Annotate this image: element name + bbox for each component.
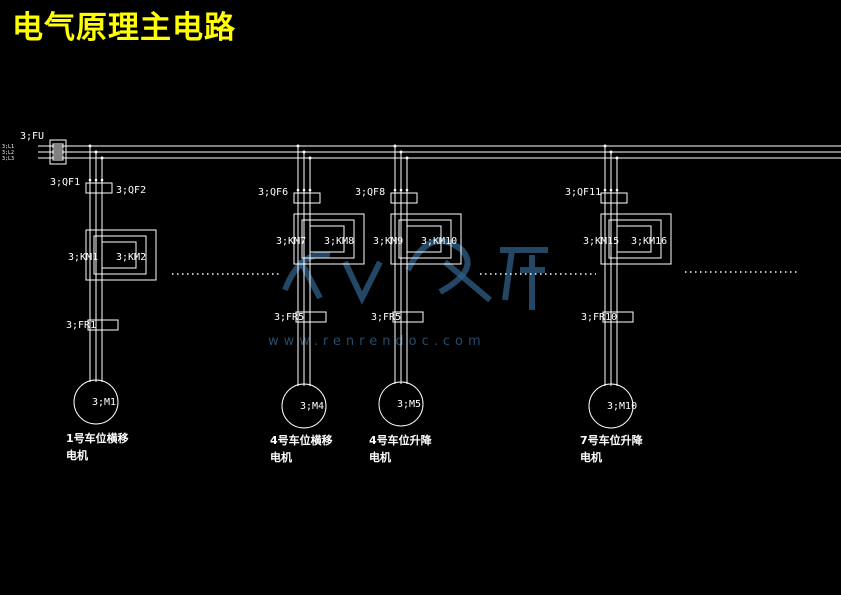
junction-dot	[399, 150, 403, 154]
breaker2-label: 3;QF2	[116, 185, 146, 196]
breaker-label: 3;QF8	[355, 187, 385, 198]
breaker-box	[600, 192, 628, 204]
contactor-mid	[93, 235, 147, 275]
breaker-label: 3;QF1	[50, 177, 80, 188]
junction-dot	[94, 150, 98, 154]
bus-phase-label: 3;L3	[2, 156, 14, 162]
main-bus: 3;L13;L23;L3	[2, 144, 841, 162]
motor-symbol	[73, 379, 119, 425]
motor-caption-line1: 7号车位升降	[580, 433, 644, 447]
contactor-a-label: 3;KM1	[68, 252, 98, 263]
breaker-label: 3;QF6	[258, 187, 288, 198]
motor-symbol	[588, 383, 634, 429]
motor-symbol	[281, 383, 327, 429]
breaker-contact	[88, 178, 92, 182]
motor-label: 3;M1	[92, 397, 116, 408]
contactor-b-label: 3;KM10	[421, 236, 457, 247]
relay-label: 3;FR10	[581, 312, 617, 323]
contactor-outer	[293, 213, 365, 265]
bus-phase-label: 3;L2	[2, 150, 14, 156]
motor-caption-line2: 电机	[369, 450, 391, 464]
contactor-b-label: 3;KM16	[631, 236, 667, 247]
breaker-contact	[603, 188, 607, 192]
breaker-contact	[94, 178, 98, 182]
breaker-contact	[302, 188, 306, 192]
breaker-contact	[405, 188, 409, 192]
junction-dot	[393, 144, 397, 148]
breaker-box	[85, 182, 113, 194]
motor-caption-line2: 电机	[66, 448, 88, 462]
bus-phase-label: 3;L1	[2, 144, 14, 150]
fuse-block: 3;FU	[20, 131, 67, 165]
contactor-a-label: 3;KM9	[373, 236, 403, 247]
breaker-contact	[393, 188, 397, 192]
breaker-box	[390, 192, 418, 204]
motor-caption-line1: 4号车位升降	[369, 433, 433, 447]
contactor-mid	[608, 219, 662, 259]
page-title: 电气原理主电路	[12, 10, 236, 46]
watermark-url: www.renrendoc.com	[268, 334, 486, 349]
fuse-label: 3;FU	[20, 131, 44, 142]
contactor-inner	[101, 241, 137, 269]
breaker-label: 3;QF11	[565, 187, 601, 198]
contactor-b-label: 3;KM8	[324, 236, 354, 247]
motor-label: 3;M10	[607, 401, 637, 412]
contactor-outer	[85, 229, 157, 281]
breaker-box	[293, 192, 321, 204]
contactor-mid	[398, 219, 452, 259]
contactor-mid	[301, 219, 355, 259]
fuse-element	[52, 155, 64, 161]
contactor-inner	[406, 225, 442, 253]
relay-box	[602, 311, 634, 323]
relay-box	[295, 311, 327, 323]
motor-caption-line2: 电机	[580, 450, 602, 464]
relay-label: 3;FR1	[66, 320, 96, 331]
breaker-contact	[399, 188, 403, 192]
relay-box	[87, 319, 119, 331]
motor-caption-line2: 电机	[270, 450, 292, 464]
breaker-contact	[615, 188, 619, 192]
contactor-outer	[600, 213, 672, 265]
junction-dot	[100, 156, 104, 160]
junction-dot	[405, 156, 409, 160]
motor-symbol	[378, 381, 424, 427]
breaker-contact	[100, 178, 104, 182]
motor-label: 3;M5	[397, 399, 421, 410]
contactor-inner	[309, 225, 345, 253]
motor-caption-line1: 1号车位横移	[66, 431, 129, 445]
junction-dot	[302, 150, 306, 154]
breaker-contact	[296, 188, 300, 192]
breaker-contact	[609, 188, 613, 192]
contactor-b-label: 3;KM2	[116, 252, 146, 263]
motor-label: 3;M4	[300, 401, 324, 412]
relay-label: 3;FR5	[274, 312, 304, 323]
fuse-element	[52, 149, 64, 155]
relay-label: 3;FR5	[371, 312, 401, 323]
junction-dot	[308, 156, 312, 160]
junction-dot	[609, 150, 613, 154]
contactor-a-label: 3;KM15	[583, 236, 619, 247]
junction-dot	[603, 144, 607, 148]
contactor-inner	[616, 225, 652, 253]
motor-caption-line1: 4号车位横移	[270, 433, 333, 447]
contactor-a-label: 3;KM7	[276, 236, 306, 247]
fuse-box	[49, 139, 67, 165]
continuation-dots	[172, 271, 800, 275]
junction-dot	[615, 156, 619, 160]
breaker-contact	[308, 188, 312, 192]
fuse-element	[52, 143, 64, 149]
junction-dot	[296, 144, 300, 148]
junction-dot	[88, 144, 92, 148]
contactor-outer	[390, 213, 462, 265]
relay-box	[392, 311, 424, 323]
